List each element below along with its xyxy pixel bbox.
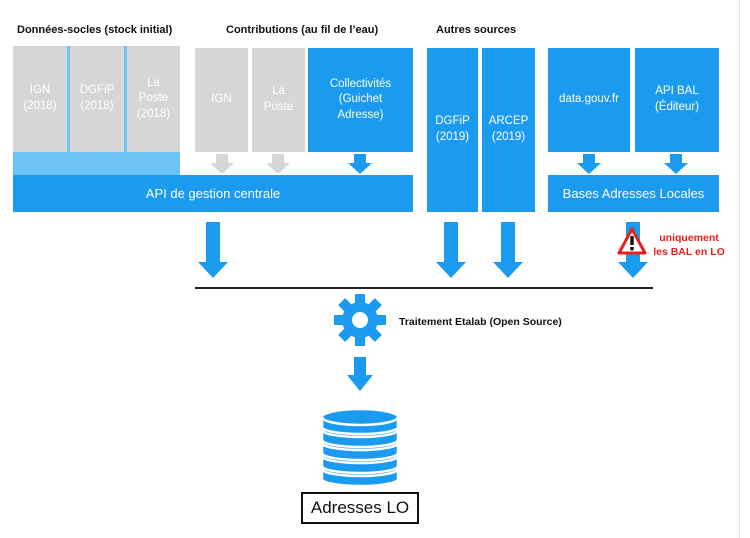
arrow-down-icon [493,222,523,278]
header-contributions: Contributions (au fil de l’eau) [226,24,379,36]
arrow-down-icon [210,154,234,174]
arrow-down-icon [266,154,290,174]
process-label: Traitement Etalab (Open Source) [399,316,562,328]
arrow-down-icon [577,154,601,174]
header-donnees-socles: Données-socles (stock initial) [17,24,173,36]
warning-text: uniquement les BAL en LO [653,232,725,259]
arrow-down-icon [347,357,373,391]
merge-line [195,287,653,289]
gear-icon [334,294,386,346]
source-laposte-2018: La Poste (2018) [127,46,180,152]
arrow-down-icon [198,222,228,278]
arrow-down-icon [348,154,372,174]
source-ign-2018: IGN (2018) [13,46,67,152]
source-ign: IGN [195,48,248,152]
output-adresses-lo: Adresses LO [301,492,419,524]
source-laposte: La Poste [252,48,305,152]
source-dgfip-2018: DGFiP (2018) [70,46,124,152]
api-gestion-centrale-bar: API de gestion centrale [13,175,413,212]
source-dgfip-2019: DGFiP (2019) [427,48,478,212]
header-autres-sources: Autres sources [436,24,517,36]
arrow-down-icon [436,222,466,278]
database-icon [320,407,400,488]
source-api-bal: API BAL (Éditeur) [635,48,719,152]
warning-icon [617,227,647,255]
source-data-gouv: data.gouv.fr [548,48,630,152]
source-arcep-2019: ARCEP (2019) [482,48,535,212]
right-border-line [739,0,740,538]
arrow-down-icon [664,154,688,174]
bases-adresses-locales-bar: Bases Adresses Locales [548,175,719,212]
source-collectivites: Collectivités (Guichet Adresse) [308,48,413,152]
